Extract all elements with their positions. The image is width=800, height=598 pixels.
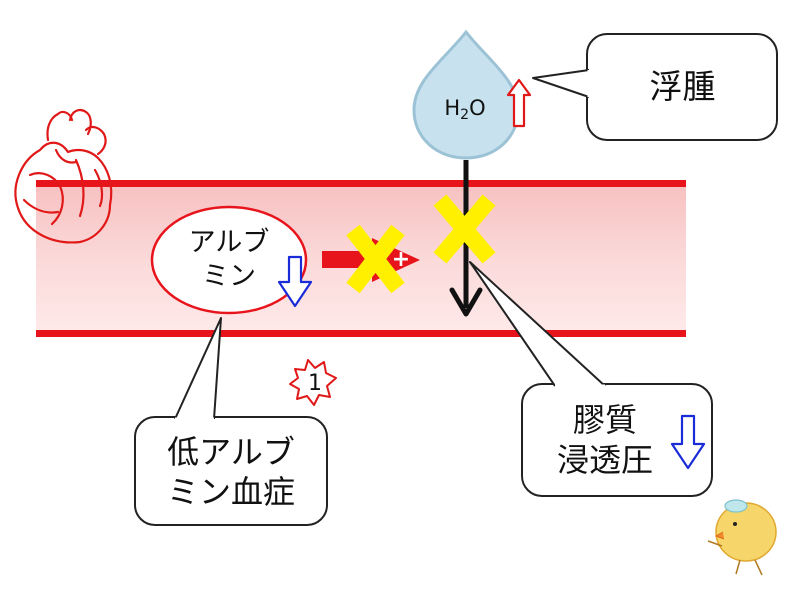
edema-callout-tail [532, 69, 590, 98]
albumin-label-line2: ミン [202, 260, 256, 292]
edema-callout [532, 33, 778, 141]
up-arrow-icon [506, 78, 532, 128]
down-arrow-icon [277, 255, 313, 308]
vessel-wall-top [36, 180, 686, 187]
edema-label: 浮腫 [649, 67, 716, 106]
formula-h: H [444, 96, 461, 120]
starburst-badge [289, 359, 337, 406]
water-formula: H2O [424, 95, 506, 123]
heart-icon [14, 109, 113, 244]
chick-icon [707, 499, 777, 576]
badge-number: 1 [308, 371, 322, 396]
colloid-callout-tail [469, 261, 606, 387]
colloid-callout-box [521, 383, 713, 497]
colloid-pressure-label: 膠質 浸透圧 [535, 400, 675, 480]
hypoalbuminemia-label-line1: 低アルブ [167, 433, 295, 471]
hypoalbuminemia-callout-box [134, 416, 328, 526]
colloid-pressure-label-line1: 膠質 [572, 401, 637, 439]
down-arrow-icon [670, 414, 706, 470]
hypoalbuminemia-callout [134, 317, 328, 526]
x-mark-icon [433, 194, 496, 264]
hypoalbuminemia-callout-tail [174, 317, 222, 420]
colloid-pressure-label-line2: 浸透圧 [556, 441, 653, 479]
albumin-ellipse [150, 205, 308, 315]
plus-sign: + [391, 247, 411, 272]
formula-o: O [469, 96, 486, 120]
water-drop [412, 29, 520, 160]
hypoalbuminemia-label-line2: ミン血症 [166, 473, 295, 511]
hypoalbuminemia-label: 低アルブ ミン血症 [140, 432, 322, 512]
formula-subscript: 2 [460, 107, 470, 123]
water-drop-shape [412, 29, 520, 160]
pressure-arrow-shaft [322, 251, 372, 268]
x-mark-icon [346, 224, 405, 294]
colloid-pressure-callout [469, 261, 713, 497]
albumin-label-line1: アルブ [188, 227, 270, 258]
flow-arrow-head [449, 287, 483, 317]
vessel-wall-bottom [36, 330, 686, 337]
albumin-label: アルブ ミン [166, 226, 292, 294]
